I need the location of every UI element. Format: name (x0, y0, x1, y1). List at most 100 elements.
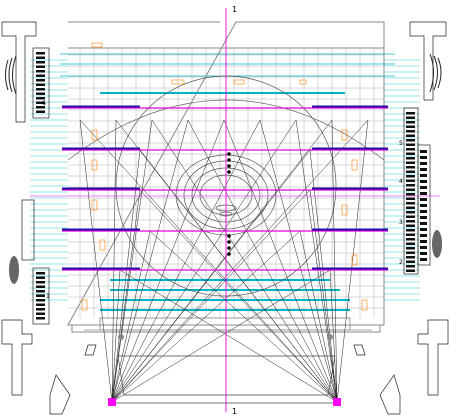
rack-slot (406, 179, 415, 182)
projector-right-icon (333, 398, 341, 406)
rack-slot (36, 294, 45, 297)
rack-slot (406, 224, 415, 227)
rack-slot (420, 222, 427, 225)
rack-slot (420, 186, 427, 189)
rack-slot (406, 229, 415, 232)
sight-line (111, 230, 151, 403)
rack-slot (406, 157, 415, 160)
projection-booth (113, 355, 338, 404)
rack-slot (36, 97, 45, 100)
sight-line (187, 119, 338, 403)
fixture-dot (227, 246, 231, 250)
fixture (299, 79, 307, 85)
rack-slot (420, 150, 427, 153)
rack-slot (406, 193, 415, 196)
cross-column-icon (1, 319, 449, 415)
rack-slot (406, 139, 415, 142)
fixture-dot (227, 252, 231, 256)
rack-slot (406, 130, 415, 133)
rack-slot (406, 143, 415, 146)
rack-slot (406, 166, 415, 169)
rack-slot (406, 188, 415, 191)
sight-line (149, 230, 338, 403)
rack-slot (406, 161, 415, 164)
rack-slot (406, 256, 415, 259)
rack-slot (420, 192, 427, 195)
rack-number-2: 2 (399, 259, 403, 266)
sight-line (111, 119, 189, 403)
rack-slot (420, 180, 427, 183)
rack-slot (420, 252, 427, 255)
fixture (171, 79, 185, 85)
rack-slot (36, 56, 45, 59)
rack-slot (406, 152, 415, 155)
fixture (341, 129, 348, 141)
fly-bars-cyan (60, 53, 395, 311)
rack-slot (420, 216, 427, 219)
rack-slot (36, 101, 45, 104)
speaker-right-oval-icon (432, 230, 442, 258)
rack-slot (406, 125, 415, 128)
rack-slot (36, 74, 45, 77)
rack-slot (36, 70, 45, 73)
speaker-left-icon (5, 55, 17, 95)
rack-slot (406, 265, 415, 268)
rack-slot (406, 112, 415, 115)
sight-line (259, 119, 338, 403)
sight-line (299, 230, 338, 403)
sight-line (111, 149, 311, 403)
rack-slot (406, 206, 415, 209)
sight-line (79, 119, 338, 403)
fixture (91, 42, 103, 48)
sight-line (79, 119, 113, 403)
sight-line (139, 189, 338, 403)
speaker-right-icon (429, 53, 442, 93)
rack-number-1: 1 (46, 293, 50, 300)
rack-slot (36, 79, 45, 82)
rack-slot (420, 168, 427, 171)
rack-slot (406, 260, 415, 263)
rack-slot (36, 61, 45, 64)
sight-line (151, 119, 338, 403)
fixture-dot (227, 240, 231, 244)
sight-line (309, 149, 338, 403)
rack-slot (36, 83, 45, 86)
rack-slot (420, 240, 427, 243)
rack-slot (406, 197, 415, 200)
rack-slot (420, 162, 427, 165)
electric-pipes (62, 105, 388, 271)
fixture-dot (227, 152, 231, 156)
sight-line (119, 269, 338, 403)
fixture (99, 239, 106, 251)
fixture-dot (227, 164, 231, 168)
rack-slot (36, 290, 45, 293)
rack-slot (36, 299, 45, 302)
spot-right-icon (327, 334, 333, 340)
rack-slot (406, 251, 415, 254)
sight-line (331, 119, 338, 403)
rack-slot (406, 233, 415, 236)
rack-slot (420, 204, 427, 207)
rack-number-6: 6 (42, 100, 46, 107)
center-axis (30, 8, 440, 412)
fixture-dot (227, 158, 231, 162)
rack-slot (36, 281, 45, 284)
left-equipment-rack (1, 21, 50, 325)
rack-number-3: 3 (399, 219, 403, 226)
rack-slot (36, 92, 45, 95)
rack-slot (406, 211, 415, 214)
sight-line (111, 189, 141, 403)
rack-slot (406, 242, 415, 245)
fixture (361, 299, 368, 311)
fixture (91, 159, 98, 171)
sight-line (111, 189, 311, 403)
rack-slot (406, 215, 415, 218)
sight-line (111, 230, 301, 403)
sight-line (111, 119, 261, 403)
sight-line (295, 119, 338, 403)
sight-line (111, 269, 121, 403)
fixture (233, 79, 245, 85)
sight-line (329, 269, 338, 403)
rack-number-5: 5 (399, 140, 403, 147)
rack-slot (406, 247, 415, 250)
